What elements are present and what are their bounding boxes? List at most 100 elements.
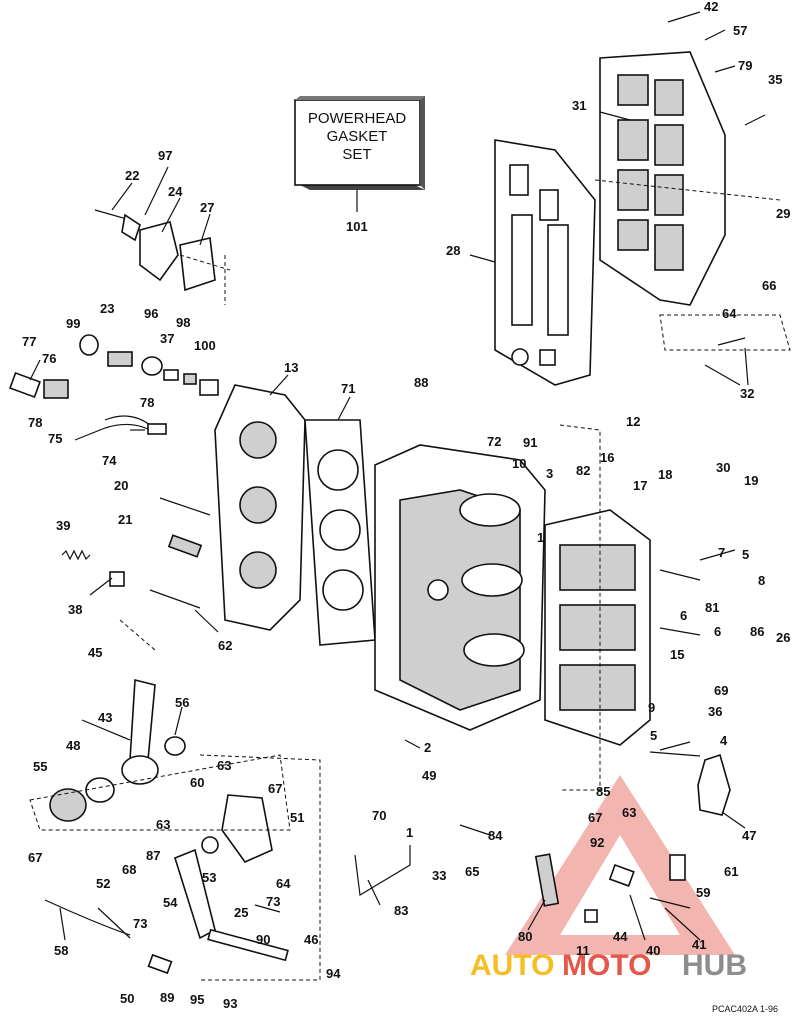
callout-28: 28 — [446, 243, 460, 258]
callout-78b: 78 — [28, 415, 42, 430]
callout-43: 43 — [98, 710, 112, 725]
callout-38: 38 — [68, 602, 82, 617]
callout-68: 68 — [122, 862, 136, 877]
callout-30: 30 — [716, 460, 730, 475]
callout-98: 98 — [176, 315, 190, 330]
callout-63a: 63 — [217, 758, 231, 773]
callout-5a: 5 — [742, 547, 749, 562]
callout-64b: 64 — [276, 876, 291, 891]
throttle-lever — [49, 678, 186, 822]
callout-54: 54 — [163, 895, 178, 910]
callout-8: 8 — [758, 573, 765, 588]
callout-79: 79 — [738, 58, 752, 73]
callout-70: 70 — [372, 808, 386, 823]
callout-22: 22 — [125, 168, 139, 183]
callout-63b: 63 — [156, 817, 170, 832]
callout-61: 61 — [724, 864, 738, 879]
callout-78a: 78 — [140, 395, 154, 410]
callout-37: 37 — [160, 331, 174, 346]
callout-labels: 42 57 79 35 31 29 28 22 97 24 27 66 64 3… — [22, 0, 790, 1011]
callout-1a: 1 — [537, 530, 544, 545]
watermark-logo: AUTO MOTO HUB — [470, 775, 747, 982]
gasket-set-box: POWERHEAD GASKET SET — [294, 96, 425, 212]
callout-67a: 67 — [268, 781, 282, 796]
callout-101: 101 — [346, 219, 368, 234]
callout-50: 50 — [120, 991, 134, 1006]
callout-29: 29 — [776, 206, 790, 221]
callout-7: 7 — [718, 545, 725, 560]
callout-4: 4 — [720, 733, 728, 748]
callout-73b: 73 — [133, 916, 147, 931]
callout-47: 47 — [742, 828, 756, 843]
callout-89: 89 — [160, 990, 174, 1005]
spring-and-nut — [61, 549, 125, 587]
callout-27: 27 — [200, 200, 214, 215]
callout-69: 69 — [714, 683, 728, 698]
callout-75: 75 — [48, 431, 62, 446]
callout-56: 56 — [175, 695, 189, 710]
callout-58: 58 — [54, 943, 68, 958]
callout-18: 18 — [658, 467, 672, 482]
thermostat-cover — [94, 209, 216, 292]
callout-19: 19 — [744, 473, 758, 488]
callout-51: 51 — [290, 810, 304, 825]
callout-31: 31 — [572, 98, 586, 113]
callout-10: 10 — [512, 456, 526, 471]
callout-20: 20 — [114, 478, 128, 493]
callout-99: 99 — [66, 316, 80, 331]
callout-5b: 5 — [650, 728, 657, 743]
callout-94: 94 — [326, 966, 341, 981]
callout-60: 60 — [190, 775, 204, 790]
callout-6a: 6 — [680, 608, 687, 623]
callout-9: 9 — [648, 700, 655, 715]
callout-12: 12 — [626, 414, 640, 429]
callout-100: 100 — [194, 338, 216, 353]
kit-line-1: POWERHEAD — [308, 110, 407, 127]
callout-49: 49 — [422, 768, 436, 783]
callout-15: 15 — [670, 647, 684, 662]
callout-85: 85 — [596, 784, 610, 799]
callout-59: 59 — [696, 885, 710, 900]
head-gasket — [304, 419, 376, 646]
callout-88: 88 — [414, 375, 428, 390]
leader-lines — [29, 11, 749, 941]
callout-63c: 63 — [622, 805, 636, 820]
crankcase — [544, 509, 651, 746]
callout-67b: 67 — [588, 810, 602, 825]
callout-73a: 73 — [266, 894, 280, 909]
callout-17: 17 — [633, 478, 647, 493]
callout-96: 96 — [144, 306, 158, 321]
callout-44: 44 — [613, 929, 628, 944]
callout-1b: 1 — [406, 825, 413, 840]
callout-26: 26 — [776, 630, 790, 645]
callout-84: 84 — [488, 828, 503, 843]
callout-40: 40 — [646, 943, 660, 958]
callout-13: 13 — [284, 360, 298, 375]
callout-66: 66 — [762, 278, 776, 293]
callout-80: 80 — [518, 929, 532, 944]
cylinder-block — [374, 444, 546, 731]
callout-6b: 6 — [714, 624, 721, 639]
callout-33: 33 — [432, 868, 446, 883]
linkage-parts — [44, 794, 289, 975]
temp-switch — [104, 415, 167, 435]
exhaust-cover-plate — [599, 51, 726, 306]
callout-76: 76 — [42, 351, 56, 366]
mounting-bracket — [697, 753, 731, 816]
callout-48: 48 — [66, 738, 80, 753]
drawing-code: PCAC402A 1-96 — [712, 1004, 778, 1014]
callout-24: 24 — [168, 184, 183, 199]
valve-components — [9, 334, 219, 399]
callout-41: 41 — [692, 937, 706, 952]
callout-46: 46 — [304, 932, 318, 947]
callout-36: 36 — [708, 704, 722, 719]
callout-42: 42 — [704, 0, 718, 14]
callout-57: 57 — [733, 23, 747, 38]
callout-74: 74 — [102, 453, 117, 468]
callout-77: 77 — [22, 334, 36, 349]
callout-16: 16 — [600, 450, 614, 465]
callout-55: 55 — [33, 759, 47, 774]
callout-32: 32 — [740, 386, 754, 401]
link-rod — [354, 845, 411, 896]
